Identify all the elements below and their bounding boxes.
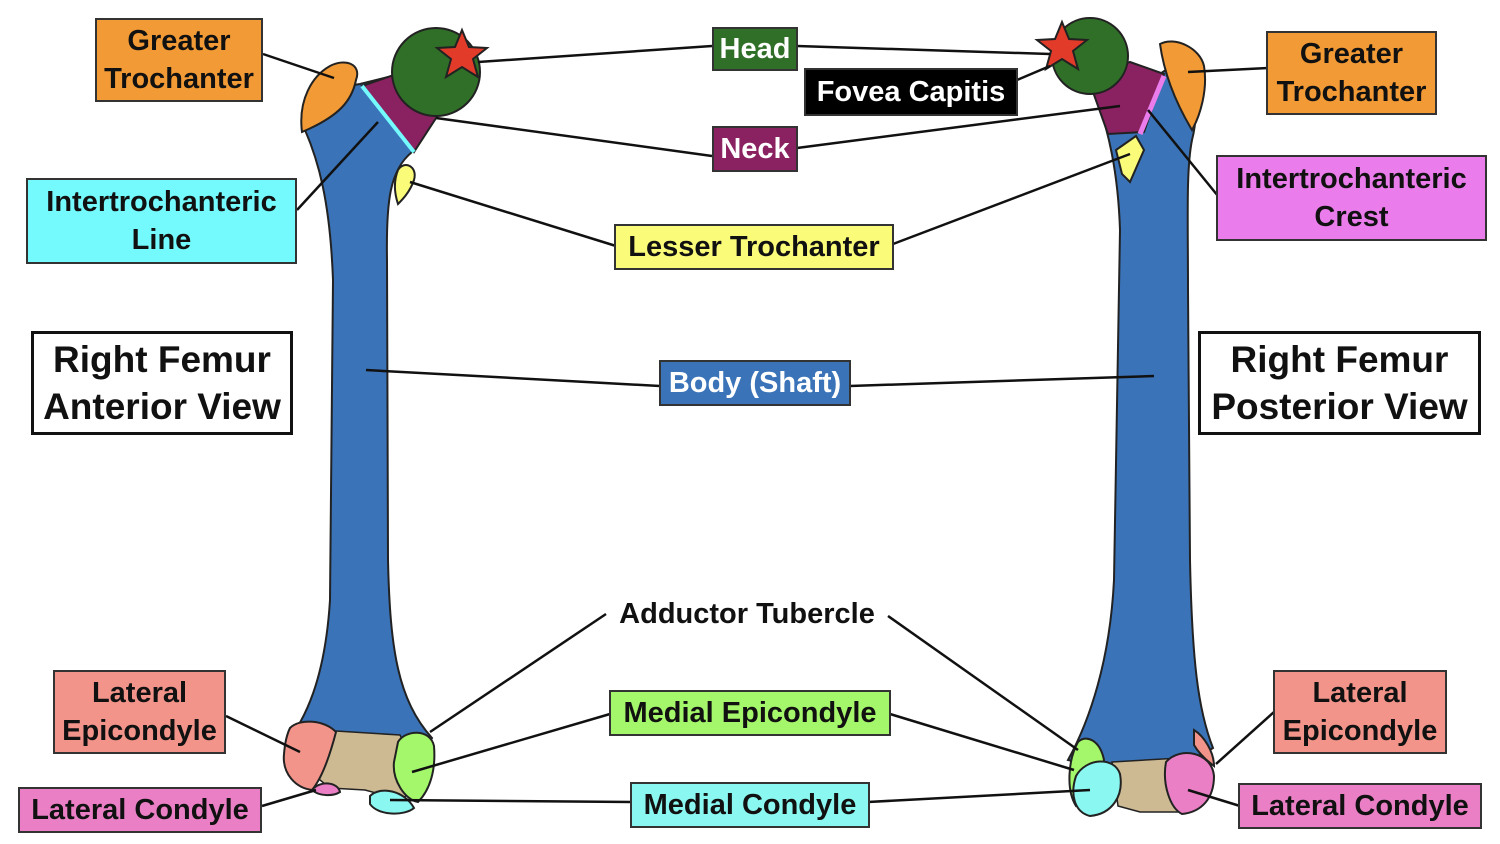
label-medial-condyle: Medial Condyle bbox=[630, 782, 870, 828]
label-neck: Neck bbox=[712, 126, 798, 172]
anterior-shaft bbox=[283, 70, 442, 764]
label-lesser-trochanter: Lesser Trochanter bbox=[614, 224, 894, 270]
anterior-intertrochanteric-line bbox=[360, 84, 416, 154]
anterior-medial-epicondyle bbox=[392, 731, 436, 804]
leader-lines bbox=[225, 44, 1275, 808]
posterior-lesser-trochanter bbox=[1114, 134, 1146, 184]
posterior-medial-condyle bbox=[1072, 760, 1122, 818]
anterior-lateral-condyle bbox=[310, 782, 342, 797]
posterior-greater-trochanter bbox=[1158, 40, 1207, 132]
star-icon bbox=[1034, 19, 1090, 72]
label-head: Head bbox=[712, 27, 798, 71]
star-icon bbox=[434, 27, 490, 80]
posterior-lateral-epicondyle bbox=[1193, 728, 1216, 769]
label-lateral-condyle-posterior: Lateral Condyle bbox=[1238, 783, 1482, 829]
label-body-shaft: Body (Shaft) bbox=[659, 360, 851, 406]
anterior-medial-condyle bbox=[369, 789, 416, 815]
label-medial-epicondyle: Medial Epicondyle bbox=[609, 690, 891, 736]
anterior-greater-trochanter bbox=[300, 61, 359, 134]
anterior-lesser-trochanter bbox=[394, 164, 416, 206]
label-fovea-capitis: Fovea Capitis bbox=[804, 68, 1018, 116]
posterior-shaft bbox=[1066, 58, 1215, 769]
label-lateral-condyle-anterior: Lateral Condyle bbox=[18, 787, 262, 833]
label-adductor-tubercle: Adductor Tubercle bbox=[619, 598, 875, 630]
posterior-intertrochanteric-crest bbox=[1137, 75, 1167, 135]
posterior-lateral-condyle bbox=[1164, 752, 1216, 816]
